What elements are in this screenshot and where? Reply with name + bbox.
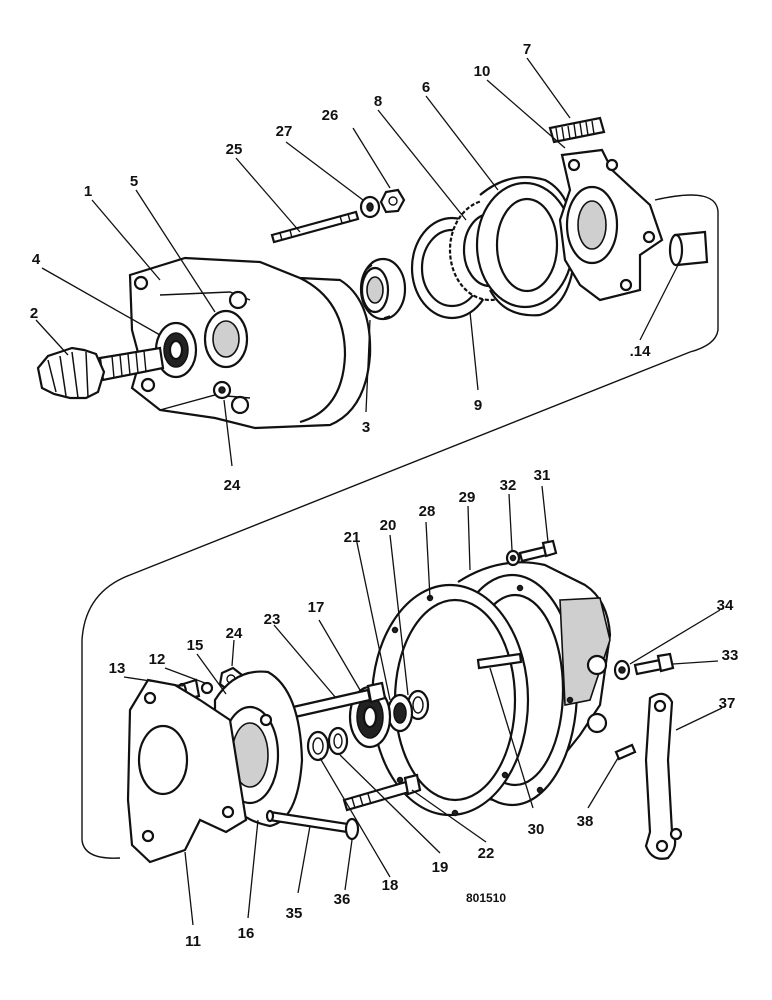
callout-29: 29	[459, 489, 476, 506]
housing-part	[128, 256, 372, 430]
pin-part-30	[476, 652, 523, 670]
callout-20: 20	[380, 517, 397, 534]
callout-1: 1	[84, 183, 92, 200]
callout-16: 16	[238, 925, 255, 942]
callout-35: 35	[286, 905, 303, 922]
callout-9: 9	[474, 397, 482, 414]
callout-13: 13	[109, 660, 126, 677]
callout-17: 17	[308, 599, 325, 616]
washer-part-18	[306, 730, 330, 762]
callout-32: 32	[500, 477, 517, 494]
washer-part-32	[505, 549, 521, 567]
callout-28: 28	[419, 503, 436, 520]
callout-2: 2	[30, 305, 38, 322]
callout-10: 10	[474, 63, 491, 80]
callout-14: .14	[630, 343, 652, 360]
callout-31: 31	[534, 467, 551, 484]
callout-37: 37	[719, 695, 736, 712]
callout-labels: 1 2 3 4 5 6 7 8 9 10 .14 24 25 26 27 11 …	[30, 41, 739, 950]
callout-11: 11	[185, 933, 201, 950]
bolt-part-22	[342, 773, 422, 812]
gasket-ring-part-28	[370, 583, 530, 817]
callout-30: 30	[528, 821, 545, 838]
callout-25: 25	[226, 141, 243, 158]
callout-38: 38	[577, 813, 594, 830]
callout-24-upper: 24	[224, 477, 241, 494]
callout-15: 15	[187, 637, 204, 654]
end-flange-part-10	[558, 148, 664, 302]
spring-part-7	[548, 116, 606, 144]
callout-18: 18	[382, 877, 399, 894]
gear-part-3	[359, 257, 407, 321]
bolt-part-33	[633, 652, 675, 676]
leader-lines	[35, 57, 723, 926]
assembly-boundary-line	[81, 194, 719, 859]
stud-part-25	[270, 210, 360, 244]
callout-23: 23	[264, 611, 281, 628]
annulus-part-6	[475, 176, 577, 317]
callout-36: 36	[334, 891, 351, 908]
pin-part-35	[265, 809, 350, 834]
washer-part-19	[327, 726, 349, 756]
circlip-part-36	[344, 817, 360, 841]
washer-part-27	[359, 195, 381, 219]
ball-part-12	[200, 681, 214, 695]
callout-7: 7	[523, 41, 531, 58]
washer-part-34	[613, 659, 631, 681]
callout-3: 3	[362, 419, 370, 436]
callout-19: 19	[432, 859, 449, 876]
callout-21: 21	[344, 529, 361, 546]
callout-34: 34	[717, 597, 734, 614]
callout-6: 6	[422, 79, 430, 96]
link-arm-part-37	[644, 692, 683, 860]
callout-4: 4	[32, 251, 41, 268]
nut-part-26	[379, 188, 406, 214]
bearing-part-21	[386, 693, 414, 733]
bush-part-14	[668, 230, 709, 267]
callout-24-lower: 24	[226, 625, 243, 642]
callout-33: 33	[722, 647, 739, 664]
callout-27: 27	[276, 123, 293, 140]
callout-5: 5	[130, 173, 138, 190]
pin-part-38	[614, 743, 637, 761]
pinion-shaft-part	[36, 346, 165, 400]
callout-12: 12	[149, 651, 166, 668]
callout-8: 8	[374, 93, 382, 110]
callout-26: 26	[322, 107, 339, 124]
bearing-part-4	[154, 321, 198, 379]
figure-reference-code: 801510	[466, 891, 506, 905]
callout-22: 22	[478, 845, 495, 862]
nut-part-24-upper	[212, 380, 232, 400]
bolt-part-31	[518, 539, 558, 563]
